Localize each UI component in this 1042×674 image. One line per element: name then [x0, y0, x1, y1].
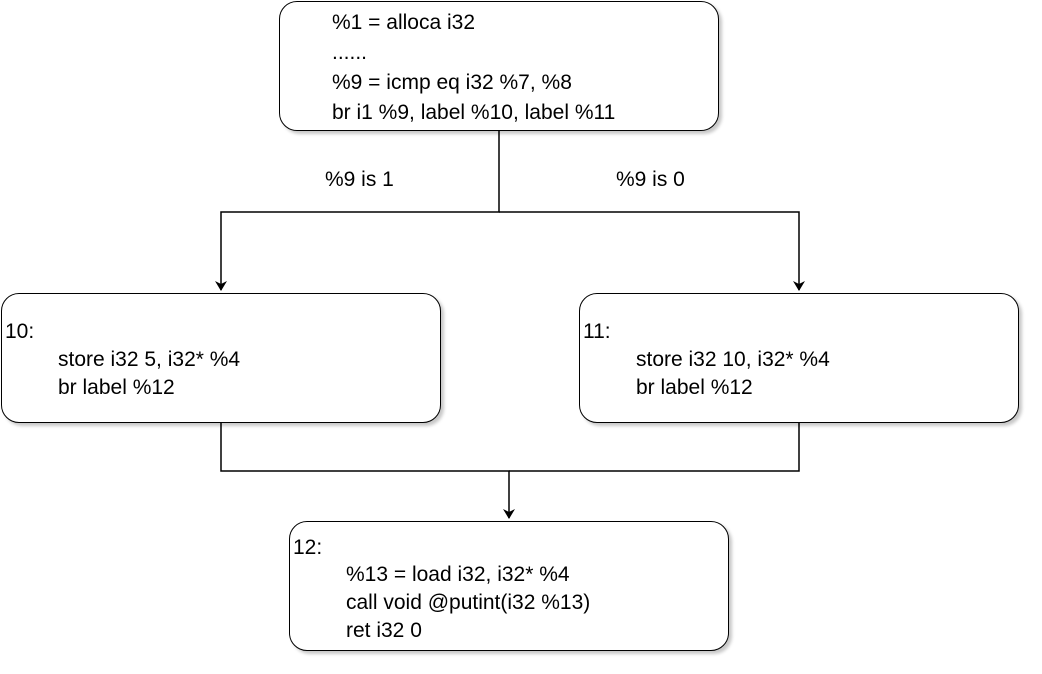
edge-11-to-12 [509, 423, 800, 472]
instruction-line: br label %12 [58, 376, 175, 399]
edge-label-true: %9 is 1 [325, 168, 394, 191]
block-10-label: 10: [5, 320, 35, 343]
instruction-line: ret i32 0 [346, 619, 422, 642]
instruction-line: br i1 %9, label %10, label %11 [332, 101, 616, 124]
block-10: 10: store i32 5, i32* %4 br label %12 [1, 293, 441, 423]
entry-block-instructions: %1 = alloca i32 ...... %9 = icmp eq i32 … [332, 8, 615, 128]
edge-label-false: %9 is 0 [616, 168, 685, 191]
edge-entry-to-11 [499, 211, 805, 291]
instruction-line: %1 = alloca i32 [332, 11, 476, 34]
block-10-instructions: store i32 5, i32* %4 br label %12 [58, 346, 240, 402]
block-12-label: 12: [293, 536, 323, 559]
instruction-line: %9 = icmp eq i32 %7, %8 [332, 71, 572, 94]
edge-10-to-12 [220, 423, 515, 519]
block-12: 12: %13 = load i32, i32* %4 call void @p… [289, 521, 729, 651]
instruction-line: call void @putint(i32 %13) [346, 591, 591, 614]
instruction-line: store i32 5, i32* %4 [58, 348, 241, 371]
edge-entry-to-10 [215, 131, 500, 291]
entry-block: %1 = alloca i32 ...... %9 = icmp eq i32 … [279, 1, 719, 131]
instruction-line: ...... [332, 41, 368, 64]
block-11-label: 11: [583, 320, 611, 343]
block-11: 11: store i32 10, i32* %4 br label %12 [579, 293, 1019, 423]
block-11-instructions: store i32 10, i32* %4 br label %12 [636, 346, 830, 402]
instruction-line: br label %12 [636, 376, 753, 399]
instruction-line: store i32 10, i32* %4 [636, 348, 830, 371]
instruction-line: %13 = load i32, i32* %4 [346, 563, 570, 586]
block-12-instructions: %13 = load i32, i32* %4 call void @putin… [346, 561, 590, 645]
